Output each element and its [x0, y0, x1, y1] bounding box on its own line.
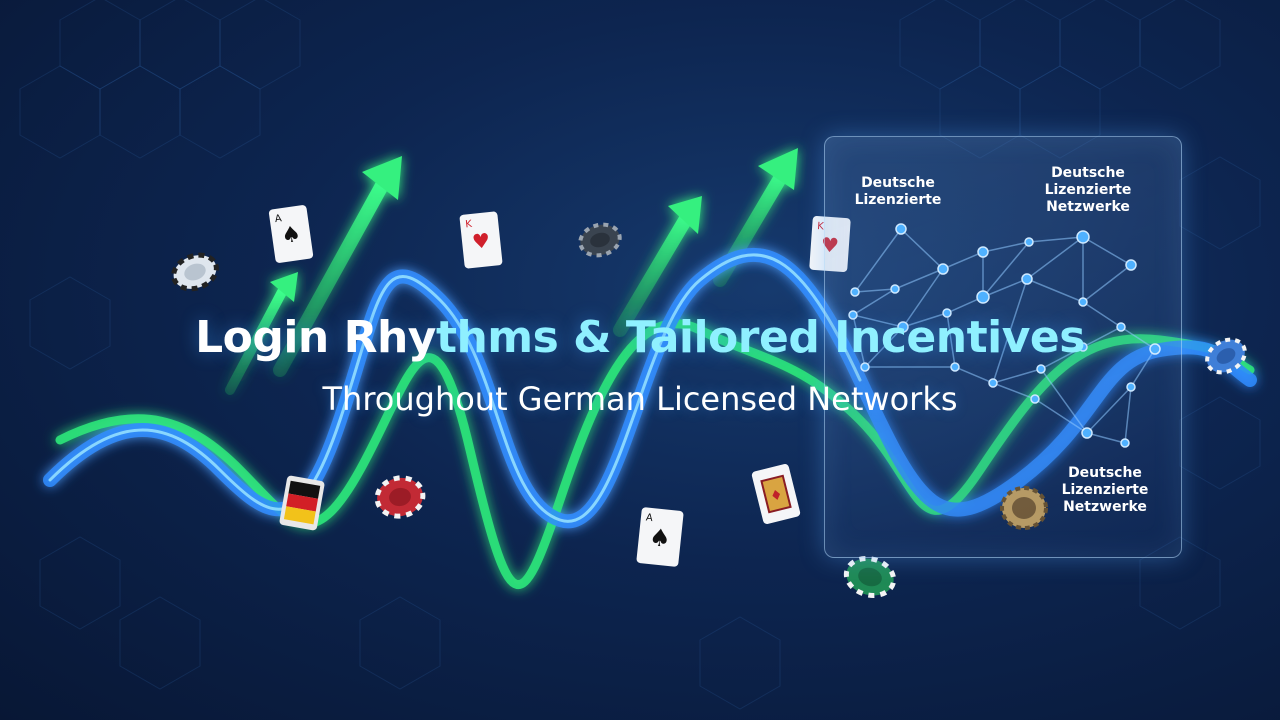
arrow-mid-icon — [613, 205, 697, 337]
network-label-bottom: Deutsche Lizenzierte Netzwerke — [1061, 465, 1149, 515]
card-ace-spades-top: A ♠ — [268, 205, 314, 263]
title-part-cyan: thms & Tailored Incentives — [435, 312, 1085, 363]
spade-icon: ♠ — [648, 523, 672, 553]
title-part-white: Login Rhy — [195, 312, 436, 363]
network-graph — [848, 223, 1161, 448]
chip-white-left-icon — [171, 252, 219, 292]
heart-icon: ♥ — [820, 232, 840, 257]
card-rank: A — [645, 512, 653, 524]
page-title: Login Rhythms & Tailored Incentives — [0, 312, 1280, 363]
card-rank: K — [465, 219, 473, 231]
network-panel: Deutsche Lizenzierte Deutsche Lizenziert… — [824, 136, 1182, 558]
chip-dark-top-icon — [578, 222, 622, 258]
blue-wave-highlight — [48, 253, 862, 523]
network-label-top-left: Deutsche Lizenzierte — [854, 175, 942, 208]
hex-grid-background — [19, 0, 1261, 710]
arrow-mid-head — [668, 196, 702, 234]
arrow-left-small-head — [270, 272, 298, 302]
card-king-hearts-left: K ♥ — [459, 211, 503, 269]
heart-icon: ♥ — [471, 228, 491, 254]
card-german-flag — [279, 475, 325, 531]
chip-green-icon — [843, 556, 897, 598]
chip-red-icon — [374, 475, 426, 519]
arrow-left-small-icon — [225, 287, 287, 395]
card-ace-spades-bottom: A ♠ — [636, 507, 684, 567]
card-rank: A — [274, 213, 282, 225]
card-king-hearts-right: K ♥ — [809, 216, 851, 272]
page-subtitle: Throughout German Licensed Networks — [322, 380, 958, 418]
arrow-right-head — [758, 148, 798, 190]
arrow-left-icon — [273, 173, 392, 377]
card-rank: K — [817, 221, 825, 232]
chip-blue-right-icon — [1205, 337, 1247, 375]
arrow-left-head — [362, 156, 402, 200]
card-jack-diamonds: ♦ — [751, 464, 801, 524]
network-label-top-right: Deutsche Lizenzierte Netzwerke — [1044, 165, 1132, 215]
spade-icon: ♠ — [280, 222, 303, 250]
diamond-icon: ♦ — [768, 487, 784, 506]
chip-gold-icon — [1000, 486, 1048, 530]
